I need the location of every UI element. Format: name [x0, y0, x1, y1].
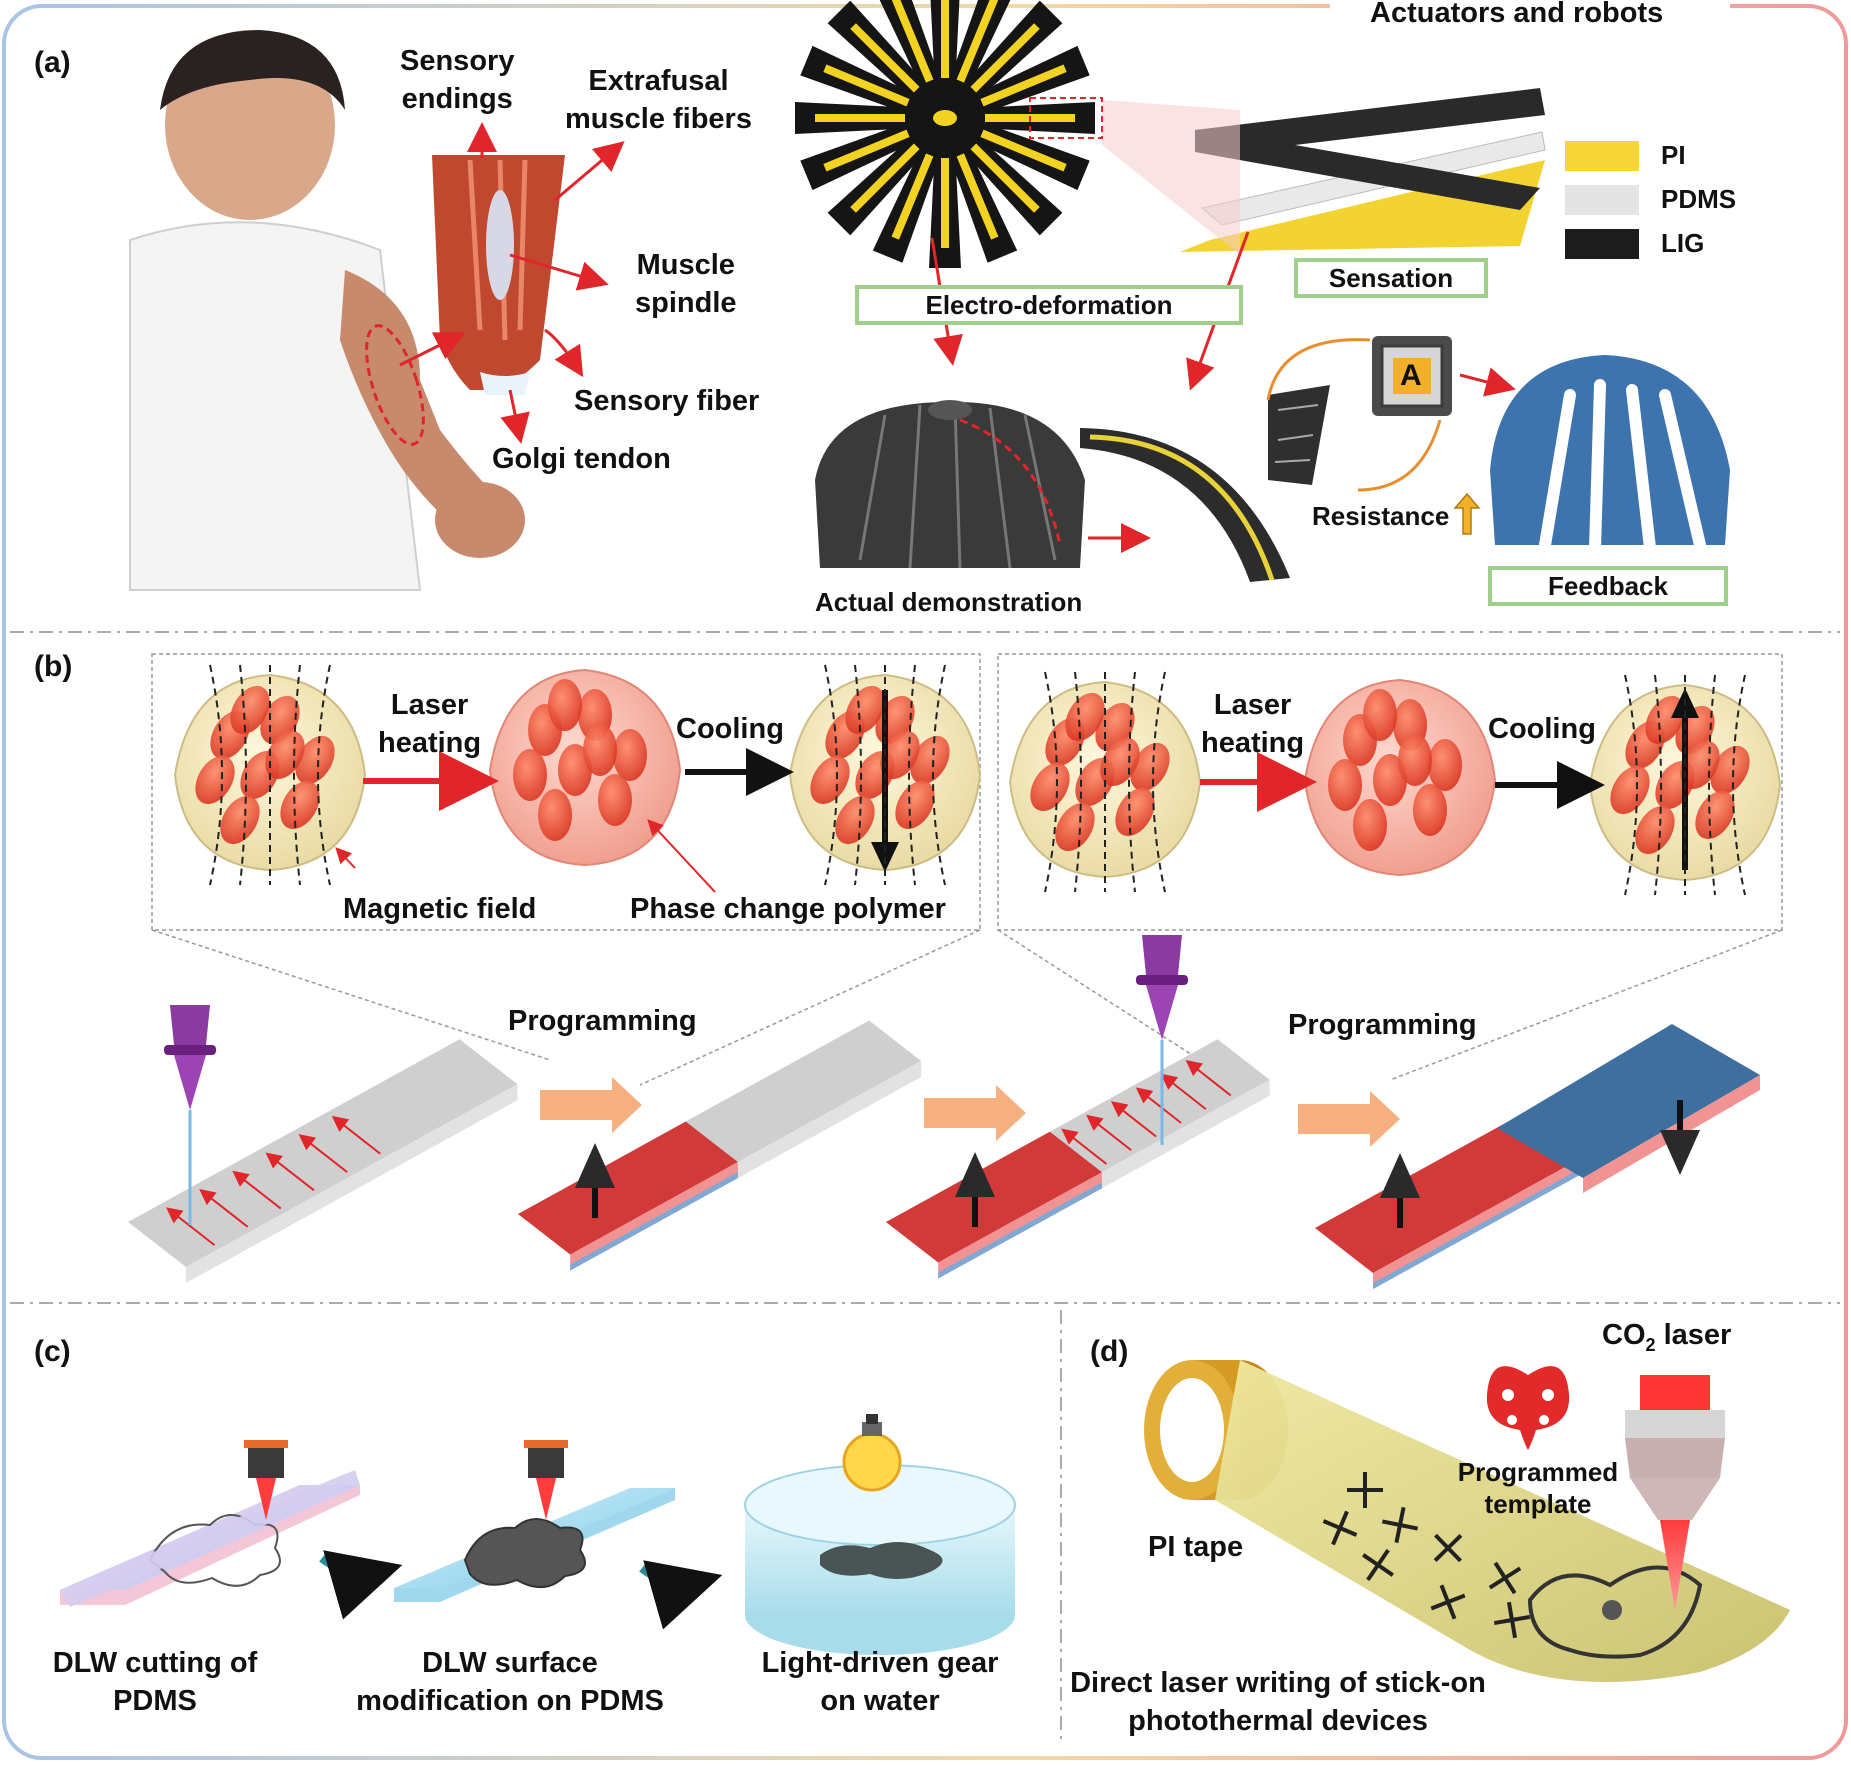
butterfly-template-icon	[1486, 1366, 1570, 1450]
pinwheel-mark-8	[1493, 1601, 1531, 1639]
dome-actuator	[815, 400, 1085, 569]
box-feedback: Feedback	[1488, 566, 1728, 606]
butterfly-engraving	[1527, 1565, 1703, 1659]
box-sensation: Sensation	[1294, 258, 1488, 298]
chip-letter: A	[1400, 359, 1422, 392]
particle-cell-6	[1588, 674, 1782, 896]
layer-stack	[1180, 88, 1546, 252]
particle-cell-4	[1008, 671, 1202, 893]
laser-nozzle-2	[1136, 935, 1188, 1145]
cracked-strip	[1268, 385, 1330, 485]
label-programming-1: Programming	[508, 1005, 697, 1037]
label-cooling-2: Cooling	[1488, 713, 1596, 745]
magnet-up-cone-2	[955, 1152, 995, 1227]
pinwheel-mark-1	[1347, 1472, 1383, 1508]
legend-pdms: PDMS	[1565, 184, 1736, 215]
dlw-surface-plate	[394, 1488, 675, 1602]
strip-3-red	[886, 1131, 1102, 1279]
laser-head-c2	[524, 1440, 568, 1520]
pinwheel-mark-6	[1488, 1561, 1522, 1595]
water-dish	[744, 1464, 1016, 1655]
co2-laser-head	[1625, 1375, 1725, 1610]
pinwheel-mark-3	[1322, 1510, 1358, 1546]
particle-cell-3	[788, 664, 982, 886]
legend-swatch-pi	[1565, 140, 1639, 171]
pinwheel-mark-5	[1433, 1533, 1463, 1563]
label-magnetic-field: Magnetic field	[343, 893, 537, 925]
label-phase-change-polymer: Phase change polymer	[630, 893, 946, 925]
chip-icon	[1372, 336, 1452, 416]
header-actuators-robots: Actuators and robots	[1370, 0, 1664, 29]
legend-lig: LIG	[1565, 228, 1704, 259]
resistance-up-icon	[1453, 492, 1481, 535]
legend-swatch-lig	[1565, 228, 1639, 259]
label-golgi-tendon: Golgi tendon	[492, 443, 671, 475]
strip-2-red	[518, 1121, 738, 1271]
bent-strip	[1080, 428, 1290, 582]
legend-pi: PI	[1565, 140, 1686, 171]
laser-nozzle-1	[164, 1005, 216, 1225]
particle-cell-5	[1303, 678, 1497, 877]
magnet-up-cone-3	[1380, 1153, 1420, 1228]
box-electro-deformation: Electro-deformation	[855, 285, 1243, 325]
label-cooling-1: Cooling	[676, 713, 784, 745]
pinwheel-mark-7	[1430, 1584, 1466, 1620]
gripper-illustration	[1490, 355, 1730, 554]
light-bulb-icon	[842, 1414, 902, 1492]
person-illustration	[129, 30, 525, 591]
label-resistance: Resistance	[1312, 501, 1450, 531]
particle-cell-2	[488, 668, 682, 867]
particle-cell-1	[173, 664, 367, 886]
label-co2-laser: CO2 laser	[1602, 1319, 1732, 1355]
panel-label-b: (b)	[34, 650, 73, 683]
label-actual-demonstration: Actual demonstration	[815, 587, 1083, 617]
magnet-up-cone-1	[575, 1143, 615, 1218]
flower-actuator	[795, 0, 1095, 268]
laser-head-c1	[244, 1440, 288, 1520]
pinwheel-mark-2	[1381, 1506, 1419, 1544]
label-pi-tape: PI tape	[1148, 1531, 1244, 1563]
panel-label-d: (d)	[1090, 1335, 1129, 1368]
legend-swatch-pdms	[1565, 184, 1639, 215]
muscle-illustration	[432, 155, 565, 395]
panel-label-c: (c)	[34, 1335, 71, 1368]
magnet-down-cone	[1660, 1100, 1700, 1175]
label-sensory-fiber: Sensory fiber	[574, 385, 760, 417]
label-programming-2: Programming	[1288, 1009, 1477, 1041]
pi-tape-strip	[1215, 1360, 1790, 1683]
pinwheel-mark-4	[1362, 1549, 1394, 1581]
panel-label-a: (a)	[34, 46, 71, 79]
